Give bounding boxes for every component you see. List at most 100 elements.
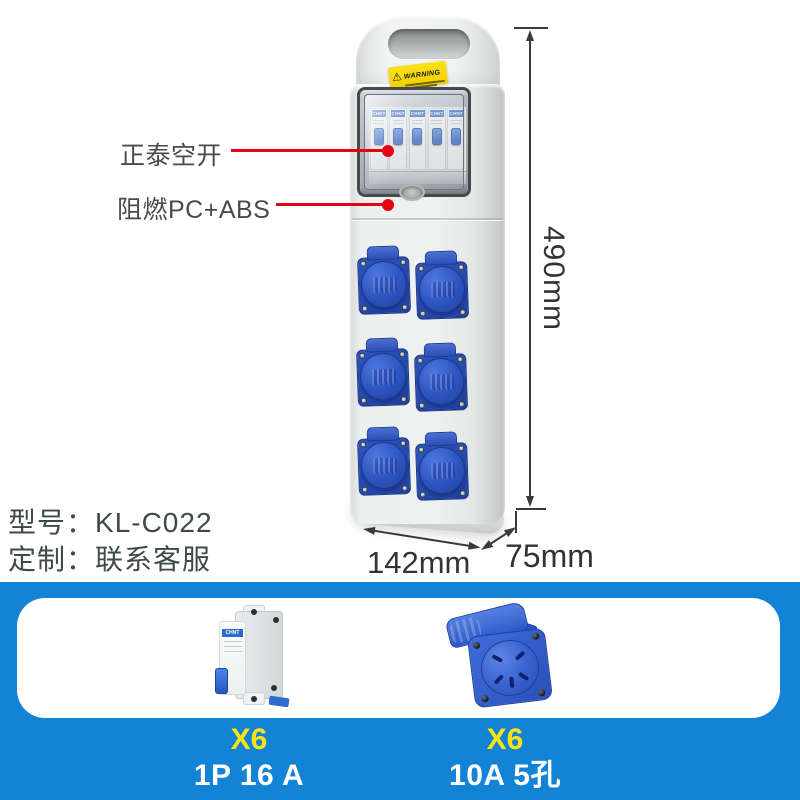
warning-title: WARNING: [403, 68, 441, 81]
screw-icon: [458, 445, 465, 452]
screw-icon: [537, 688, 546, 697]
socket-hinge: [365, 337, 399, 353]
socket-hinge: [424, 431, 458, 447]
screw-icon: [271, 685, 277, 691]
screw-icon: [418, 446, 425, 453]
breaker-row: CHNT CHNT CHNT CHNT: [369, 107, 466, 171]
socket-unit: [355, 337, 412, 415]
socket-unit: [413, 342, 470, 420]
dim-height-arrow-up: [526, 30, 534, 41]
screw-icon: [459, 490, 466, 497]
screw-icon: [359, 352, 366, 359]
screw-icon: [417, 357, 424, 364]
dim-height-bottom-tick: [516, 508, 546, 510]
part-spec: 10A 5孔: [449, 759, 561, 792]
breaker-brand-label: CHNT: [448, 110, 464, 117]
screw-icon: [419, 310, 426, 317]
socket-face: [477, 636, 543, 700]
circuit-breaker: CHNT: [370, 108, 388, 170]
screw-icon: [360, 441, 367, 448]
socket-unit: [414, 250, 471, 328]
screw-icon: [481, 694, 489, 703]
part-label-breaker: X6 1P 16 A: [119, 724, 379, 792]
circuit-breaker: CHNT: [447, 108, 465, 170]
screw-icon: [419, 491, 426, 498]
screw-icon: [459, 309, 466, 316]
screw-icon: [418, 402, 425, 409]
socket-unit: [356, 245, 413, 323]
breaker-lever: [373, 128, 384, 145]
screw-icon: [251, 609, 257, 615]
socket-hinge: [423, 342, 457, 358]
breaker-window: CHNT CHNT CHNT CHNT: [357, 87, 471, 197]
part-label-socket: X6 10A 5孔: [375, 724, 635, 792]
socket-hinge: [366, 245, 400, 261]
breaker-brand-label: CHNT: [371, 110, 387, 117]
socket-unit: [414, 431, 471, 509]
breaker-brand-label: CHNT: [390, 110, 406, 117]
model-row: 型号：KL-C022: [8, 501, 213, 541]
socket-hinge: [366, 426, 400, 442]
din-rail: [369, 172, 466, 184]
dim-width-arrow-left: [362, 524, 376, 535]
callout-material-line: [276, 203, 383, 206]
part-quantity: X6: [486, 723, 524, 756]
breaker-lever: [412, 128, 423, 145]
callout-breaker-text: 正泰空开: [120, 142, 223, 170]
callout-breaker-dot: [382, 145, 394, 157]
warning-triangle-icon: ⚠: [391, 71, 403, 85]
parts-card: CHNT: [17, 598, 780, 718]
window-latch: [399, 184, 425, 201]
screw-icon: [360, 260, 367, 267]
enclosure-seam: [352, 218, 503, 220]
screw-icon: [360, 397, 367, 404]
screw-icon: [400, 396, 407, 403]
callout-material-dot: [382, 199, 394, 211]
screw-icon: [458, 264, 465, 271]
dim-height-top-tick: [514, 27, 548, 29]
circuit-breaker: CHNT: [389, 108, 408, 170]
breaker-brand-label: CHNT: [221, 629, 244, 637]
callout-material-text: 阻燃PC+ABS: [117, 196, 271, 224]
model-label: 型号：: [8, 507, 96, 538]
screw-icon: [457, 356, 464, 363]
screw-icon: [531, 632, 540, 641]
socket-unit: [356, 426, 413, 504]
custom-row: 定制：联系客服: [8, 538, 211, 578]
breaker-lever: [393, 128, 404, 145]
dim-height-line: [529, 33, 531, 504]
circuit-breaker: CHNT: [408, 108, 427, 170]
screw-icon: [400, 440, 407, 447]
screw-icon: [399, 351, 406, 358]
screw-icon: [401, 304, 408, 311]
circuit-breaker: CHNT: [427, 108, 446, 170]
dim-depth-label: 75mm: [505, 538, 594, 574]
screw-icon: [361, 305, 368, 312]
screw-icon: [418, 265, 425, 272]
screw-icon: [400, 259, 407, 266]
screw-icon: [458, 401, 465, 408]
callout-breaker-line: [231, 149, 383, 152]
socket-hinge: [424, 250, 458, 266]
breaker-brand-label: CHNT: [410, 110, 425, 117]
breaker-lever: [451, 128, 462, 145]
dim-height-label: 490mm: [537, 226, 570, 332]
breaker-brand-label: CHNT: [429, 110, 445, 117]
part-spec: 1P 16 A: [193, 759, 305, 792]
screw-icon: [401, 485, 408, 492]
part-socket-image: [441, 600, 557, 712]
custom-value: 联系客服: [95, 544, 212, 575]
dim-depth-tick: [515, 511, 517, 533]
breaker-lever: [215, 668, 228, 694]
screw-icon: [251, 696, 257, 702]
part-breaker-image: CHNT: [211, 605, 295, 709]
screw-icon: [361, 486, 368, 493]
custom-label: 定制：: [8, 544, 96, 575]
model-value: KL-C022: [95, 507, 213, 538]
screw-icon: [273, 617, 279, 623]
dim-width-label: 142mm: [367, 545, 471, 580]
photo-stage: ⚠ WARNING CHNT CHNT: [8, 16, 594, 580]
included-parts-panel: CHNT: [0, 582, 800, 800]
socket-plate: [466, 627, 554, 709]
